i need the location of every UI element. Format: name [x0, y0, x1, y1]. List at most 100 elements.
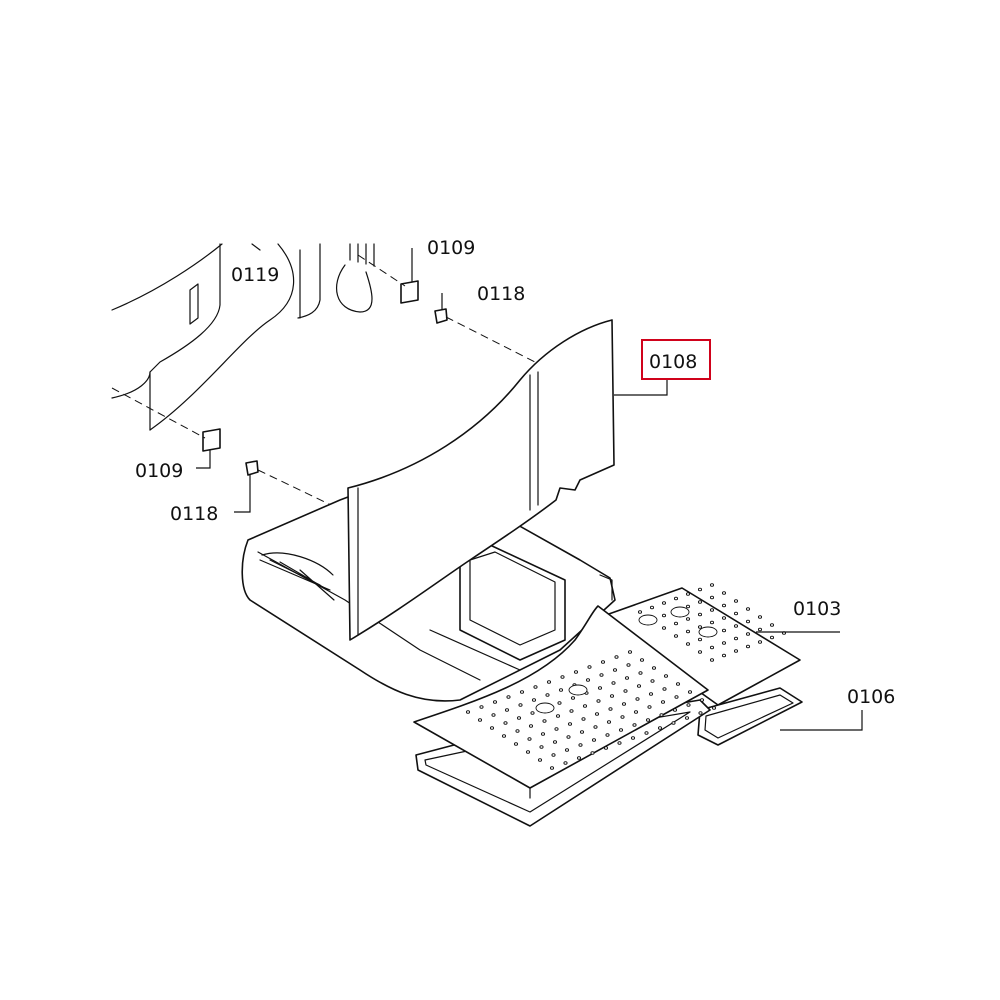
grate-hole — [465, 710, 471, 714]
grate-hole — [698, 711, 703, 715]
grate-hole — [552, 740, 558, 744]
large-grate-part — [413, 605, 709, 799]
grate-hole — [674, 695, 679, 699]
grate-hole — [769, 623, 775, 627]
grate-hole — [585, 678, 591, 682]
grate-hole — [489, 726, 495, 730]
grate-hole — [671, 721, 676, 725]
grate-hole — [542, 719, 547, 723]
grate-hole — [709, 608, 715, 612]
grate-hole — [563, 761, 568, 765]
leader-lines — [196, 248, 863, 731]
grate-hole — [711, 706, 717, 710]
grate-hole — [539, 745, 544, 749]
leader-side-panel — [614, 380, 668, 396]
grate-hole — [663, 674, 669, 678]
grate-hole — [673, 621, 679, 626]
grate-hole — [697, 650, 703, 654]
grate-hole — [551, 753, 556, 757]
grate-hole — [569, 709, 574, 713]
grate-hole — [697, 587, 703, 592]
grate-hole — [596, 699, 601, 703]
grate-hole — [516, 716, 522, 720]
base-corner — [599, 574, 613, 601]
base-drip-area — [261, 552, 334, 576]
grate-hole — [582, 704, 588, 708]
reservoir-inner — [469, 551, 556, 646]
grate-hole — [555, 714, 561, 718]
grate-hole — [590, 751, 595, 755]
grate-hole — [504, 708, 510, 712]
grate-hole — [745, 632, 751, 636]
body-fins — [349, 243, 375, 267]
grate-hole — [630, 736, 636, 740]
grate-hole — [635, 697, 640, 701]
grate-hole — [626, 663, 631, 667]
grate-hole — [479, 705, 484, 709]
grate-hole — [721, 591, 727, 595]
left-pin-shape — [245, 460, 259, 476]
grate-hole — [709, 658, 715, 662]
grate-hole — [606, 720, 612, 724]
grate-hole — [636, 684, 642, 688]
drain-opening — [670, 606, 690, 618]
grate-hole — [560, 675, 565, 679]
drain-opening — [638, 614, 658, 626]
grate-hole — [491, 713, 496, 717]
body-side-edge — [149, 243, 221, 373]
grate-hole — [492, 700, 498, 704]
grate-hole — [639, 658, 645, 662]
label-small-tray: 0106 — [847, 686, 895, 708]
grate-hole — [650, 679, 655, 683]
grate-hole — [721, 603, 727, 608]
left-pin-axis — [257, 469, 353, 516]
grate-hole — [733, 611, 739, 616]
grate-hole — [605, 733, 610, 737]
grate-hole — [709, 595, 715, 600]
grate-hole — [603, 746, 609, 750]
grate-hole — [651, 666, 657, 670]
grate-hole — [519, 690, 525, 694]
grate-hole — [530, 711, 535, 715]
grate-hole — [709, 583, 715, 587]
grate-hole — [531, 698, 537, 702]
grate-hole — [546, 680, 552, 684]
grate-hole — [567, 722, 573, 726]
top-pin-shape — [434, 308, 448, 324]
large-grate-holes — [465, 650, 717, 770]
grate-hole — [659, 713, 664, 717]
grate-hole — [745, 607, 751, 611]
grate-hole — [597, 686, 603, 690]
grate-hole — [685, 592, 691, 596]
grate-hole — [745, 644, 751, 649]
grate-hole — [673, 634, 679, 638]
grate-hole — [518, 703, 523, 707]
grate-hole — [757, 640, 763, 644]
grate-hole — [673, 596, 679, 601]
grate-hole — [757, 615, 763, 619]
grate-hole — [709, 645, 715, 650]
grate-hole — [570, 696, 576, 700]
small-tray-part — [697, 687, 803, 746]
grate-hole — [620, 715, 625, 719]
small-tray-shape — [697, 687, 803, 746]
grate-hole — [537, 758, 543, 762]
grate-hole — [503, 721, 508, 725]
body-hook — [336, 264, 373, 313]
grate-hole — [581, 717, 586, 721]
top-pad-shape — [400, 280, 419, 304]
body-curve — [149, 243, 295, 431]
grate-hole — [573, 670, 579, 674]
grate-hole — [685, 617, 691, 621]
label-top-left-part: 0119 — [231, 264, 279, 286]
grate-hole — [617, 741, 622, 745]
body-rib-2 — [297, 243, 321, 319]
leader-left-pad — [196, 450, 211, 469]
grate-hole — [554, 727, 559, 731]
grate-hole — [515, 729, 520, 733]
grate-hole — [649, 605, 655, 610]
grate-hole — [699, 698, 705, 702]
base-drip-ribs — [269, 559, 335, 601]
grate-hole — [621, 702, 627, 706]
